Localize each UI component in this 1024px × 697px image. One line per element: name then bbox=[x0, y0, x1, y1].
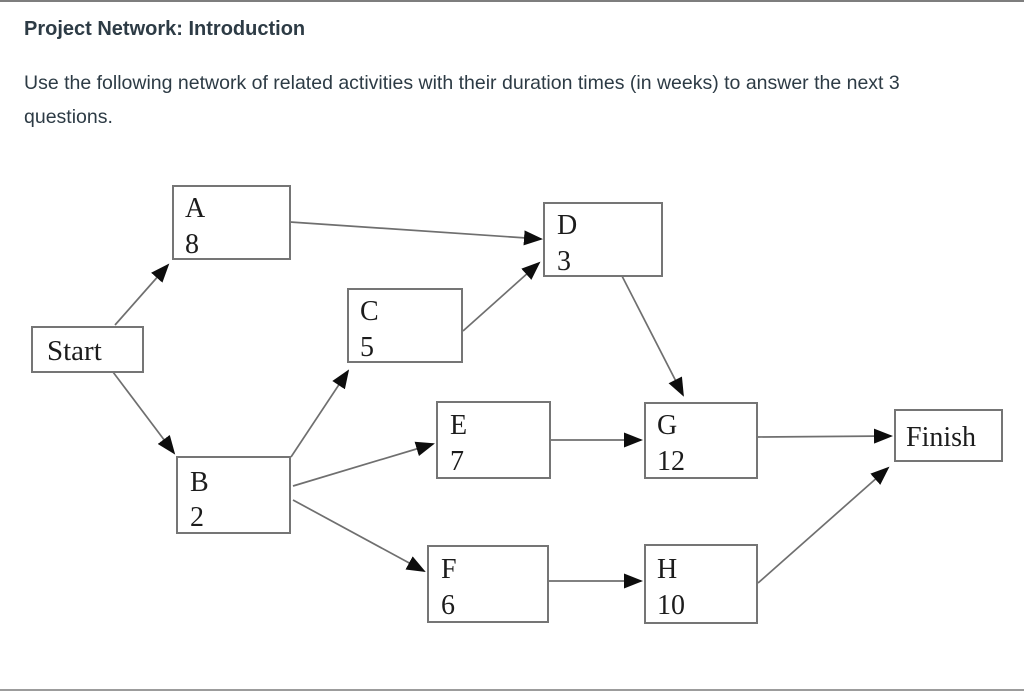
node-start: Start bbox=[31, 326, 144, 373]
node-a-box bbox=[172, 185, 291, 260]
node-b-box bbox=[176, 456, 291, 534]
bottom-divider bbox=[0, 689, 1024, 691]
node-d-box bbox=[543, 202, 663, 277]
intro-text: Use the following network of related act… bbox=[24, 72, 900, 128]
node-a-label: A bbox=[185, 193, 206, 224]
node-f-box bbox=[427, 545, 549, 623]
node-finish-label: Finish bbox=[906, 422, 976, 453]
node-f-label: F bbox=[441, 554, 457, 585]
node-b-duration: 2 bbox=[190, 502, 204, 533]
node-e-label: E bbox=[450, 410, 467, 441]
nodes: Start A 8 B 2 C 5 D 3 bbox=[31, 185, 1003, 624]
edge-b-f bbox=[292, 499, 426, 572]
node-h-duration: 10 bbox=[657, 590, 685, 621]
edge-d-g bbox=[621, 275, 684, 397]
node-h-label: H bbox=[657, 554, 677, 585]
node-g: G 12 bbox=[644, 402, 758, 479]
node-finish: Finish bbox=[894, 409, 1003, 462]
node-g-box bbox=[644, 402, 758, 479]
node-b-label: B bbox=[190, 467, 209, 498]
node-e-duration: 7 bbox=[450, 446, 464, 477]
node-c-box bbox=[347, 288, 463, 363]
node-a: A 8 bbox=[172, 185, 291, 260]
edge-g-finish bbox=[757, 428, 893, 444]
node-a-duration: 8 bbox=[185, 229, 199, 260]
node-c: C 5 bbox=[347, 288, 463, 363]
node-d: D 3 bbox=[543, 202, 663, 277]
node-b: B 2 bbox=[176, 456, 291, 534]
edge-c-d bbox=[462, 261, 541, 332]
page-title: Project Network: Introduction bbox=[24, 18, 306, 40]
node-c-label: C bbox=[360, 296, 379, 327]
node-f-duration: 6 bbox=[441, 590, 455, 621]
node-d-duration: 3 bbox=[557, 246, 571, 277]
edge-start-a bbox=[114, 263, 170, 326]
node-h: H 10 bbox=[644, 544, 758, 624]
node-f: F 6 bbox=[427, 545, 549, 623]
node-start-label: Start bbox=[47, 335, 102, 367]
node-c-duration: 5 bbox=[360, 332, 374, 363]
top-divider bbox=[0, 0, 1024, 2]
node-h-box bbox=[644, 544, 758, 624]
edge-b-c bbox=[290, 369, 350, 458]
node-g-duration: 12 bbox=[657, 446, 685, 477]
edge-start-b bbox=[112, 371, 176, 455]
edge-a-d bbox=[289, 221, 543, 246]
edge-h-finish bbox=[757, 466, 890, 584]
node-g-label: G bbox=[657, 410, 677, 441]
edges bbox=[112, 221, 893, 589]
node-e-box bbox=[436, 401, 551, 479]
node-start-box bbox=[31, 326, 144, 373]
edge-b-e bbox=[292, 441, 435, 487]
node-d-label: D bbox=[557, 210, 577, 241]
node-e: E 7 bbox=[436, 401, 551, 479]
node-finish-box bbox=[894, 409, 1003, 462]
